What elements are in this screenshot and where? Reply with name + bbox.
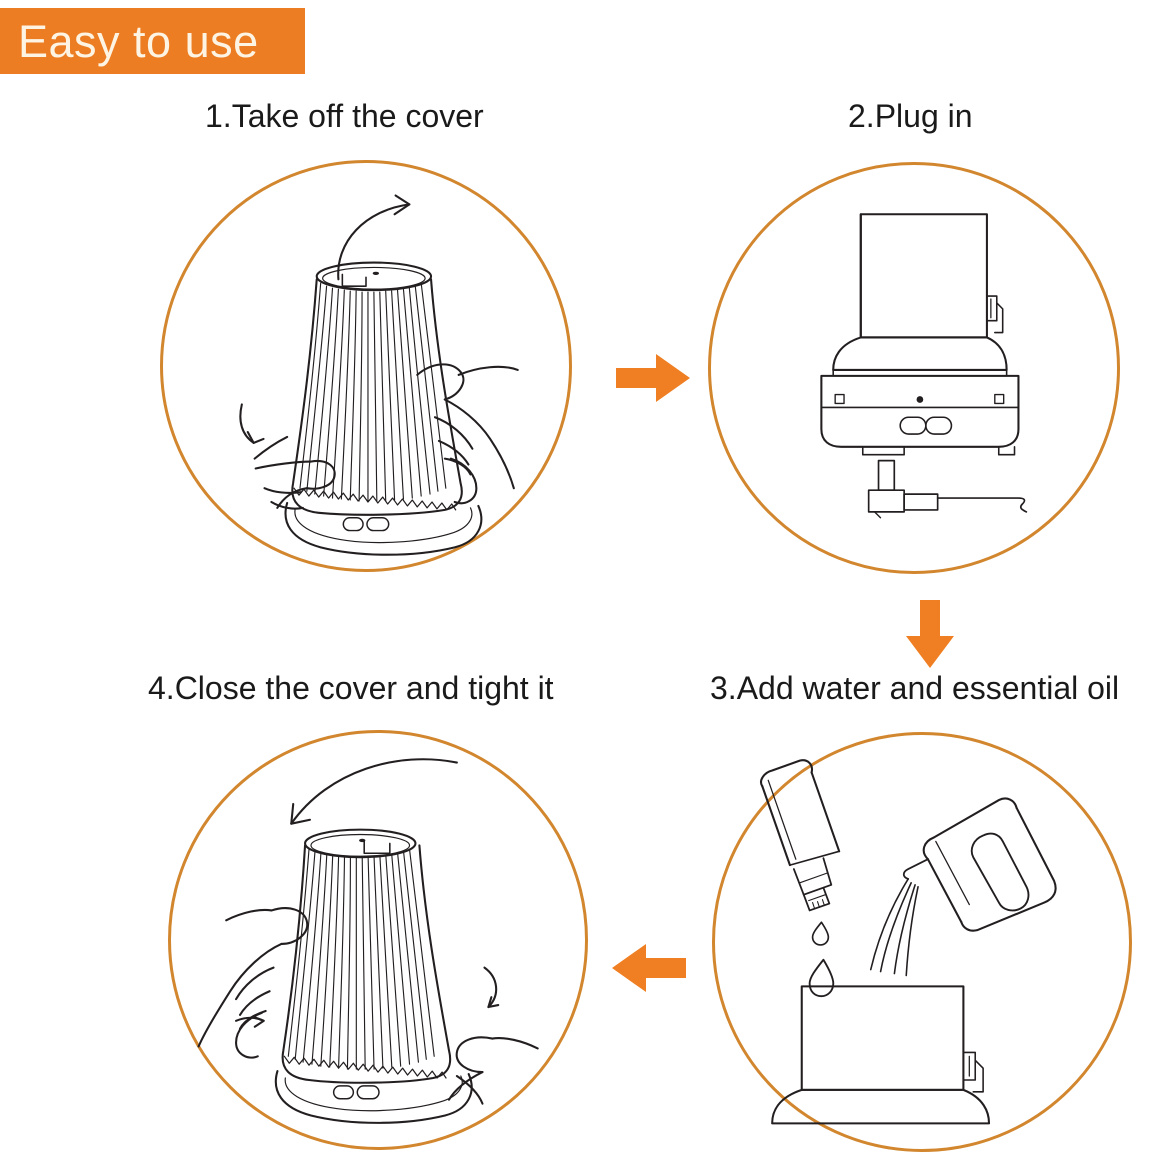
dc-plug-tip (877, 459, 896, 492)
close-arrow-head (290, 802, 312, 825)
step-2-caption: 2.Plug in (848, 98, 973, 134)
right-hand-finger-3 (437, 439, 470, 466)
step-1-illustration-circle (160, 160, 572, 572)
base-button-left (332, 1085, 355, 1100)
foot-left (861, 446, 905, 456)
right-hand-finger-2 (433, 416, 474, 450)
left-hand-arrow-curve (239, 403, 255, 444)
base-button-right (356, 1085, 380, 1100)
dc-plug-barrel (903, 493, 939, 511)
cover-bottom-serration (283, 1055, 447, 1079)
base-collar (771, 1088, 991, 1125)
base-vent-right (994, 393, 1005, 405)
left-hand-finger-3 (238, 990, 271, 1016)
step-4-illustration-circle (168, 730, 588, 1150)
oil-dropper-bottle (760, 759, 841, 912)
cover-top-rim (315, 261, 433, 292)
water-tank (859, 213, 988, 339)
right-hand-thumb (449, 457, 478, 505)
cover-top-rim (304, 828, 417, 859)
base-body (820, 374, 1020, 448)
tank-latch-outer (994, 302, 1004, 334)
power-cord (936, 497, 1028, 513)
cover-body-outline (281, 844, 452, 1084)
base-button-left (342, 517, 364, 532)
tank-latch-outer (972, 1059, 984, 1093)
right-hand-index-finger (455, 1036, 494, 1074)
foot-right (997, 446, 1016, 456)
base-collar (832, 336, 1008, 372)
step-2-illustration-circle (708, 162, 1120, 574)
cover-top-inner (310, 833, 411, 857)
bottle-neck (792, 857, 833, 896)
oil-drop-small (811, 921, 830, 946)
right-hand-index-top (491, 1037, 539, 1050)
water-stream (869, 878, 919, 977)
header-badge: Easy to use (0, 8, 305, 74)
cover-top-inner (322, 266, 426, 290)
base-vent-left (834, 393, 845, 405)
cover-bottom-serration (293, 487, 457, 511)
arrow-step1-to-step2 (616, 354, 690, 402)
lift-arrow-head (393, 194, 411, 216)
cover-notch (341, 273, 367, 287)
step-3-illustration-circle (712, 732, 1132, 1152)
pitcher-handle (970, 832, 1030, 912)
step-3-caption: 3.Add water and essential oil (710, 670, 1120, 706)
left-hand-index-top (225, 908, 273, 922)
step-4-caption: 4.Close the cover and tight it (148, 670, 554, 706)
base-unit-outline (274, 1070, 473, 1124)
step-1-artwork (239, 194, 519, 556)
water-tank (800, 985, 965, 1091)
base-unit-top-edge (294, 507, 473, 544)
pitcher-spout (902, 858, 929, 880)
oil-drop-large (808, 958, 835, 998)
base-unit-outline (284, 501, 483, 556)
dc-plug-elbow (867, 489, 905, 513)
base-unit-top-edge (284, 1075, 463, 1112)
left-hand-back (197, 942, 283, 1048)
left-hand-arrow-tail (253, 435, 289, 460)
right-hand-index-finger (416, 363, 465, 401)
header-badge-label: Easy to use (18, 15, 259, 67)
tank-latch (986, 295, 998, 322)
dc-plug-notch (873, 511, 882, 519)
right-twist-arrow-curve (483, 966, 498, 1009)
cover-ribs (287, 848, 435, 1070)
right-hand-back (443, 398, 515, 490)
left-hand-index-top (254, 460, 312, 470)
left-twist-arrow-head (252, 1015, 265, 1028)
step-1-caption: 1.Take off the cover (205, 98, 484, 134)
mist-button (925, 416, 953, 435)
close-arrow-curve (290, 758, 458, 825)
arrow-step2-to-step3 (906, 600, 954, 668)
step-4-artwork (197, 758, 539, 1124)
left-hand-index-finger (270, 907, 309, 945)
water-pitcher (902, 797, 1057, 932)
tank-latch (962, 1051, 977, 1081)
left-hand-arrow-head (246, 430, 265, 444)
right-twist-arrow-head (487, 996, 500, 1009)
left-hand-finger-2 (235, 966, 275, 1001)
base-indicator-led (916, 396, 924, 403)
left-hand-thumb (235, 1011, 263, 1059)
left-hand-thumb (270, 500, 304, 510)
arrow-step3-to-step4 (612, 944, 686, 992)
cover-ribs (299, 282, 447, 502)
right-hand-back (447, 1071, 484, 1101)
lift-arrow-curve (337, 203, 411, 281)
left-hand-index-finger (305, 459, 336, 490)
left-hand-finger-2 (263, 487, 302, 494)
cover-notch (363, 840, 391, 855)
power-button (899, 416, 927, 435)
right-hand-index-top (457, 365, 519, 376)
bottle-cap (802, 886, 831, 912)
step-2-artwork (820, 213, 1028, 519)
right-hand-finger-2 (455, 1074, 484, 1105)
step-3-artwork (760, 759, 1057, 1125)
cover-vent-hole (372, 271, 380, 276)
base-button-right (366, 517, 390, 532)
